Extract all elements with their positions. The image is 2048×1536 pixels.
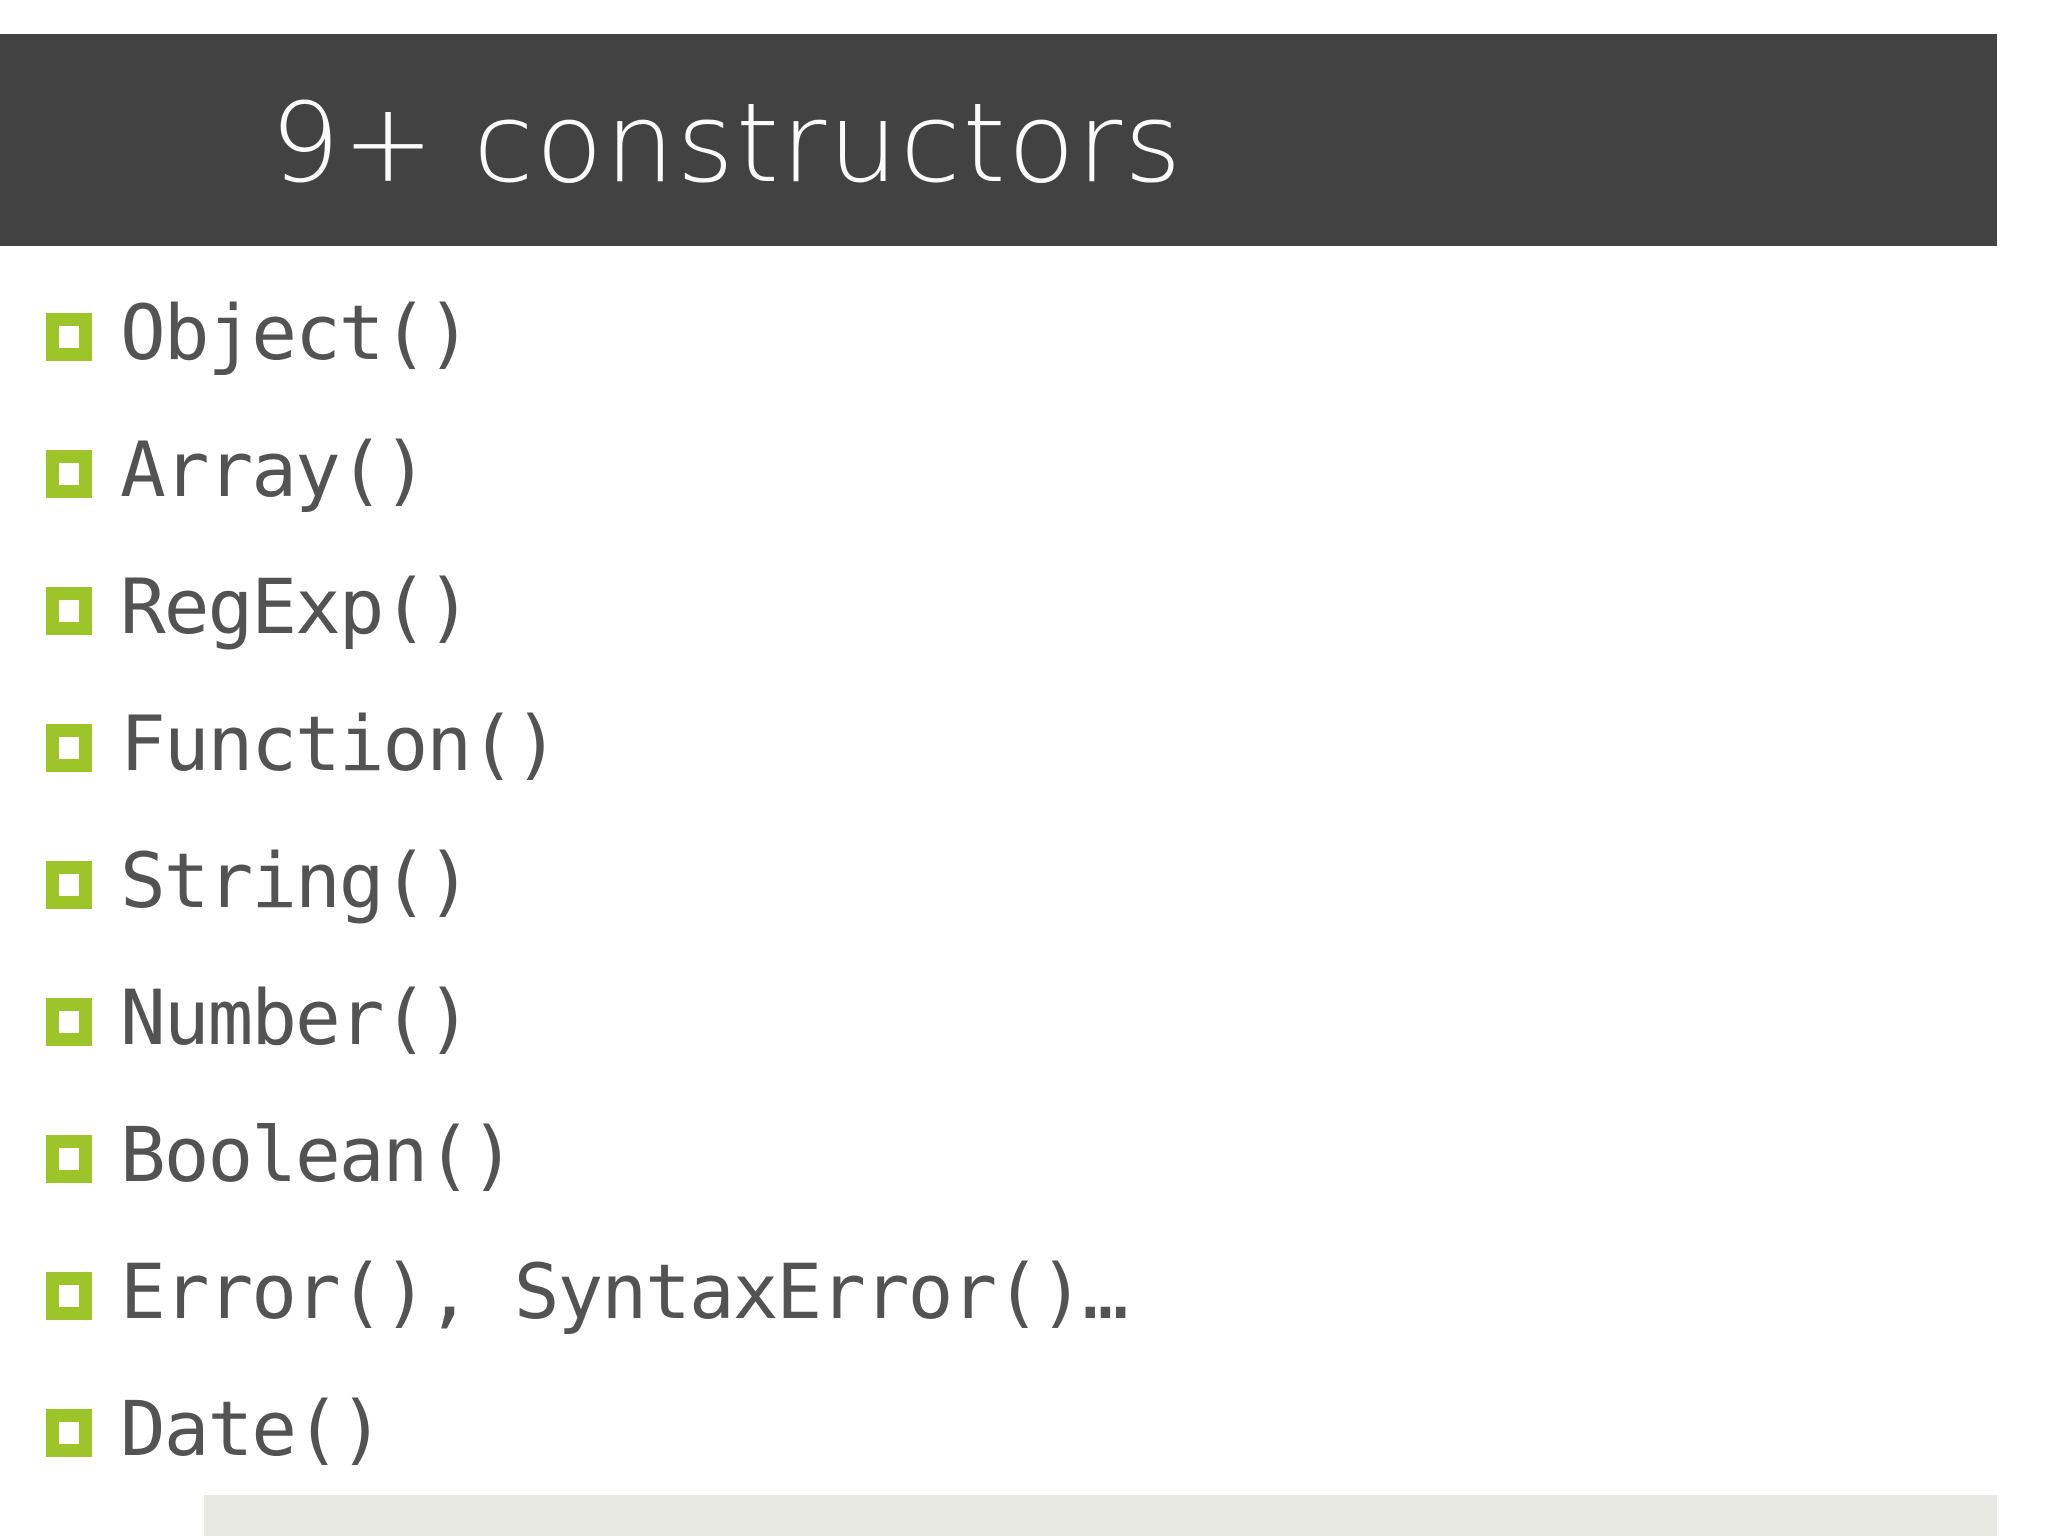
list-item: Array() xyxy=(46,401,1126,538)
square-bullet-icon xyxy=(46,1408,92,1457)
list-item: Date() xyxy=(46,1360,1126,1497)
list-item: String() xyxy=(46,812,1126,949)
square-bullet-icon xyxy=(46,860,92,909)
constructor-name: Object() xyxy=(120,288,472,377)
slide-title: 9+ constructors xyxy=(270,79,1184,207)
constructor-list: Object() Array() RegExp() Function() Str… xyxy=(46,264,1128,1497)
square-bullet-icon xyxy=(46,1134,92,1183)
list-item: Boolean() xyxy=(46,1086,1126,1223)
constructor-name: Array() xyxy=(120,425,428,514)
square-bullet-icon xyxy=(46,586,92,635)
square-bullet-icon xyxy=(46,449,92,498)
list-item: Error(), SyntaxError()… xyxy=(46,1223,1128,1360)
square-bullet-icon xyxy=(46,312,92,361)
list-item: Number() xyxy=(46,949,1126,1086)
constructor-name: Boolean() xyxy=(120,1110,516,1199)
list-item: RegExp() xyxy=(46,538,1126,675)
list-item: Function() xyxy=(46,675,1126,812)
constructor-name: Number() xyxy=(120,973,472,1062)
constructor-name: Date() xyxy=(120,1384,385,1473)
slide-title-bar: 9+ constructors xyxy=(0,34,1997,246)
constructor-name: Error(), SyntaxError()… xyxy=(120,1247,1128,1336)
constructor-name: Function() xyxy=(120,699,560,788)
constructor-name: RegExp() xyxy=(120,562,472,651)
list-item: Object() xyxy=(46,264,1126,401)
square-bullet-icon xyxy=(46,1271,92,1320)
square-bullet-icon xyxy=(46,723,92,772)
bottom-strip xyxy=(204,1495,1997,1536)
square-bullet-icon xyxy=(46,997,92,1046)
constructor-name: String() xyxy=(120,836,472,925)
